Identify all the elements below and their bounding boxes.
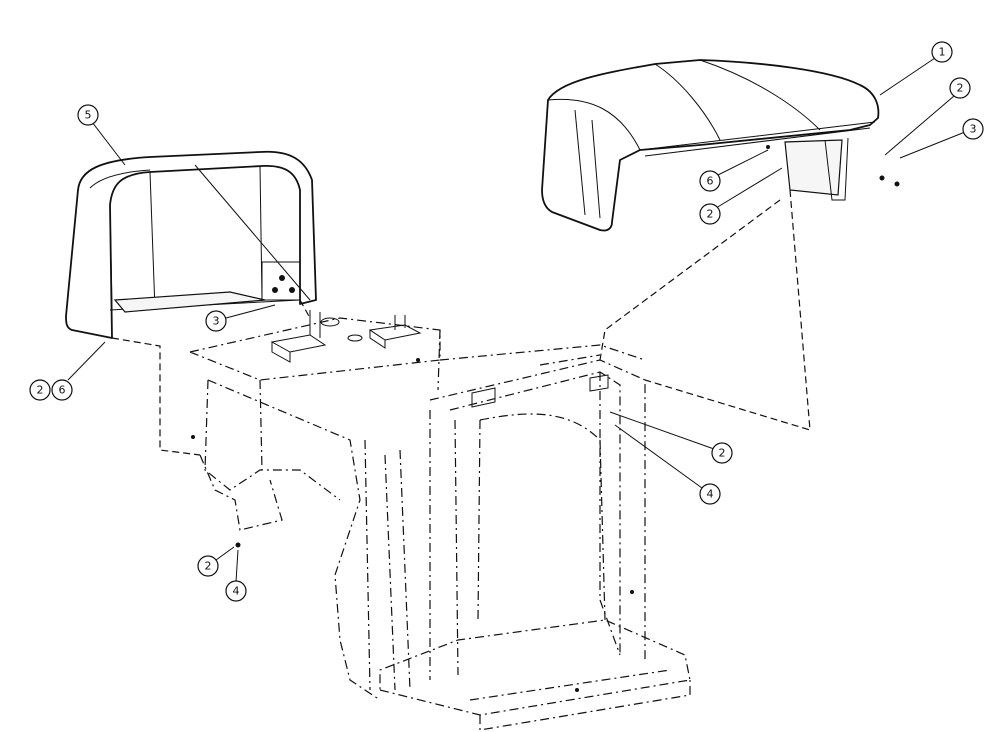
callout-4-lower: 4 [225, 549, 247, 602]
callout-2-top: 2 [884, 77, 971, 156]
left-canopy-part [65, 150, 317, 339]
callout-4-frame-label: 4 [707, 488, 714, 501]
callout-6-left: 6 [51, 341, 106, 401]
callout-6-right-label: 6 [707, 175, 714, 188]
callout-5-label: 5 [85, 109, 92, 122]
callout-6-left-label: 6 [59, 384, 66, 397]
callout-3-top-label: 3 [970, 123, 977, 136]
callout-4-lower-label: 4 [233, 585, 240, 598]
callout-6-right: 6 [699, 149, 769, 192]
main-frame-assembly [187, 310, 691, 731]
callout-3-left: 3 [205, 304, 276, 332]
callout-1-label: 1 [939, 46, 946, 59]
callout-2-lower-label: 2 [205, 560, 212, 573]
callout-5: 5 [77, 104, 126, 166]
callout-4-frame: 4 [614, 424, 721, 505]
callout-2-left-label: 2 [37, 384, 44, 397]
callout-2-right: 2 [699, 167, 783, 225]
callout-3-left-label: 3 [213, 315, 220, 328]
assembly-guide-lines [111, 189, 811, 456]
callout-2-frame: 2 [609, 411, 733, 464]
callout-2-frame-label: 2 [719, 447, 726, 460]
right-canopy-part [541, 59, 900, 232]
callout-2-left: 2 [29, 379, 51, 401]
callout-2-top-label: 2 [957, 82, 964, 95]
callout-2-lower: 2 [197, 546, 235, 577]
callout-2-right-label: 2 [707, 208, 714, 221]
callout-3-top: 3 [899, 118, 984, 159]
callout-1: 1 [879, 41, 953, 96]
